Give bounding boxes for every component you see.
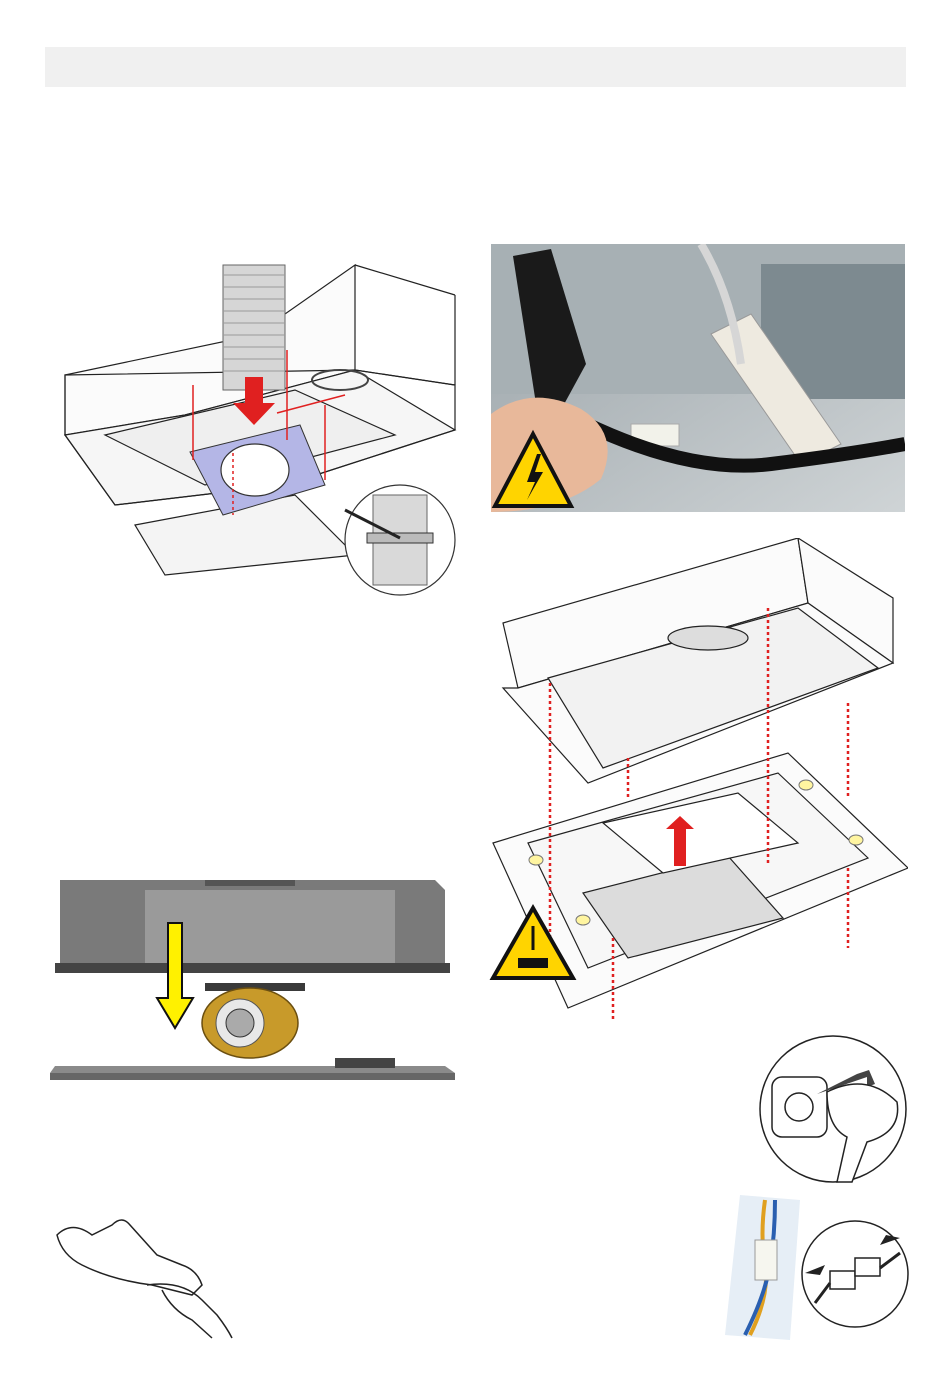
motor-removal-svg: [45, 868, 463, 1083]
panel-mounting-svg: [488, 538, 908, 1022]
hood-canopy-icon: [503, 538, 893, 783]
connector-strip-svg: [720, 1195, 800, 1340]
connector-photo-svg: [491, 244, 905, 512]
wall-socket-icon: [772, 1077, 827, 1137]
duct-install-svg: [55, 255, 465, 600]
gloves-svg: [52, 1210, 237, 1340]
electrical-connector-photo: [491, 244, 905, 512]
connector-join-svg: [800, 1213, 910, 1335]
hood-box-icon: [55, 880, 450, 973]
glove-icon: [57, 1220, 202, 1295]
panel-mounting-diagram: [488, 538, 908, 1022]
page-header-bar: [45, 47, 906, 87]
gloves-icon: [52, 1210, 237, 1340]
motor-fan-icon: [202, 983, 305, 1058]
connector-photo-strip: [720, 1195, 800, 1340]
unplug-svg: [757, 1032, 909, 1186]
motor-removal-diagram: [45, 868, 463, 1083]
duct-install-diagram: [55, 255, 465, 600]
screwdriver-icon: [345, 485, 455, 595]
unplug-icon: [757, 1032, 909, 1186]
flex-duct-icon: [223, 265, 285, 390]
connector-join-icon: [800, 1213, 910, 1335]
